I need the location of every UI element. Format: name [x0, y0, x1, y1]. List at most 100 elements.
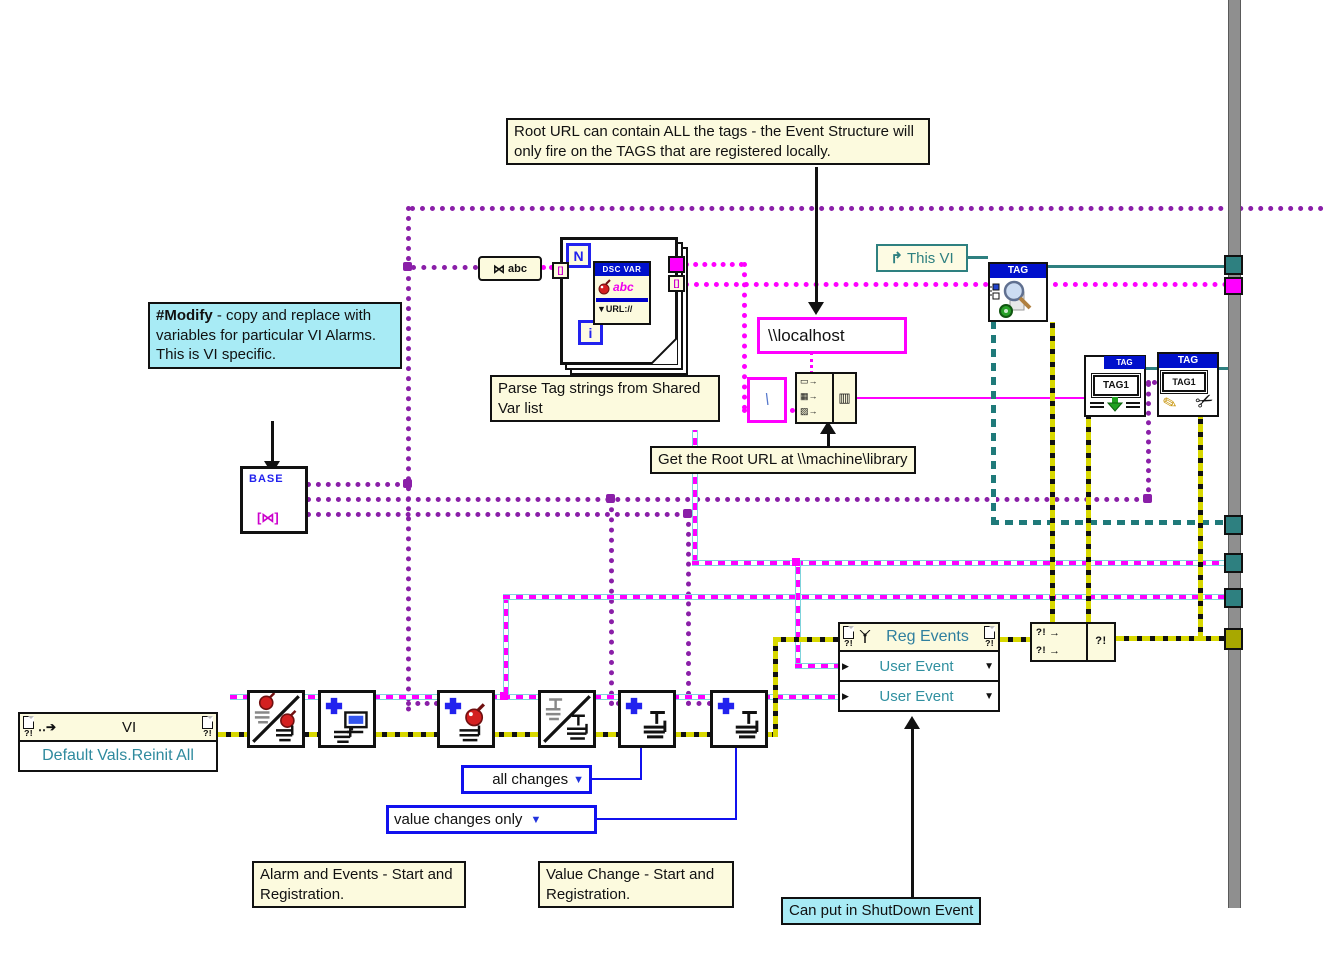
loop-output-tunnel-lastvalue[interactable]	[668, 256, 685, 273]
wire-chain-drop-icon6	[686, 512, 691, 706]
tunnel-event-reg-1[interactable]	[1224, 515, 1243, 535]
merge-registrations-node[interactable]: ?!→ ?!→ ?!	[1030, 622, 1116, 662]
loop-iterator-label: i	[588, 324, 593, 341]
wire-string-out-solid-tunnel	[684, 262, 744, 267]
reg-events-source-row-2[interactable]: ▶ User Event ▼	[838, 682, 1000, 712]
comment-alarm-events-text: Alarm and Events - Start and Registratio…	[260, 866, 453, 903]
input-triangle-icon: ▶	[842, 690, 849, 701]
comment-modify-rest: - copy and replace with variables for pa…	[156, 307, 377, 363]
refnum-glyph: ?!	[1095, 636, 1107, 648]
page-icon	[202, 715, 213, 729]
dropdown-arrow-icon[interactable]: ▼	[530, 813, 542, 826]
tag-search-node[interactable]: TAG	[988, 262, 1048, 322]
tag-write-node[interactable]: TAG TAG1	[1084, 355, 1146, 417]
scissors-icon: ✂	[1192, 387, 1219, 416]
tag-edit-header: TAG	[1159, 354, 1217, 368]
wire-junction	[403, 479, 412, 488]
dropdown-arrow-icon[interactable]: ▼	[984, 690, 994, 702]
bowtie-variant-icon: ⋈	[493, 261, 506, 276]
tag-write-tagname: TAG1	[1091, 373, 1141, 398]
value-change-enable-disable-node[interactable]	[538, 690, 596, 748]
wire-alarm-up	[773, 638, 778, 737]
dropdown-arrow-icon[interactable]: ▼	[984, 660, 994, 672]
annotation-arrowhead	[904, 716, 920, 729]
refnum-glyph: ?!	[24, 728, 34, 739]
value-changes-only-ring-constant[interactable]: value changes only ▼	[386, 805, 597, 834]
comment-parse-tags-text: Parse Tag strings from Shared Var list	[498, 380, 701, 417]
event-source-label: User Event	[879, 687, 954, 705]
wire-concat-out-url	[857, 397, 1084, 399]
tunnel-string-array[interactable]	[1224, 277, 1243, 295]
wire-tagsearch-down	[1050, 322, 1055, 622]
dscvar-divider	[596, 298, 648, 302]
wire-base-out-1	[306, 482, 410, 487]
wire-chain-curl-icon5	[609, 701, 621, 706]
tunnel-vi-refnum[interactable]	[1224, 255, 1243, 275]
loop-output-tunnel-indexing[interactable]: []	[668, 275, 685, 292]
tag-search-header: TAG	[990, 264, 1046, 278]
merge-output: ?!	[1088, 624, 1114, 660]
tunnel-user-event-2[interactable]	[1224, 588, 1243, 608]
wire-into-olive-tunnel	[1198, 636, 1228, 641]
vi-invoke-method-row[interactable]: Default Vals.Reinit All	[18, 742, 218, 772]
loop-count-terminal[interactable]: N	[566, 243, 591, 268]
refnum-glyph: ?!	[1036, 627, 1047, 639]
page-icon	[984, 625, 995, 639]
enable-value-change-2-node[interactable]	[710, 690, 768, 748]
loop-count-label: N	[573, 247, 584, 264]
localhost-text: \\localhost	[768, 325, 845, 345]
tag-edit-node[interactable]: TAG TAG1 ✎ ✂	[1157, 352, 1219, 417]
localhost-string-constant[interactable]: \\localhost	[757, 317, 907, 354]
loop-iteration-terminal[interactable]: i	[578, 320, 603, 345]
page-icon	[23, 715, 34, 729]
comment-value-change-text: Value Change - Start and Registration.	[546, 866, 715, 903]
wire-string-array-into-loop	[541, 265, 554, 270]
tunnel-user-event-1[interactable]	[1224, 553, 1243, 573]
loop-input-tunnel[interactable]: []	[552, 262, 569, 279]
enable-value-change-1-node[interactable]	[618, 690, 676, 748]
refnum-glyph: ?!	[203, 728, 213, 739]
wire-junction	[403, 262, 412, 271]
wire-allchanges	[591, 778, 642, 780]
comment-alarm-events: Alarm and Events - Start and Registratio…	[252, 861, 466, 908]
base-array-glyph: [⋈]	[257, 510, 279, 525]
wire-base-out-3	[306, 512, 690, 517]
wire-junction	[1143, 494, 1152, 503]
variant-to-string-node[interactable]: ⋈ abc	[478, 256, 542, 281]
wire-localhost-down	[810, 352, 813, 374]
this-vi-constant[interactable]: ↱ This VI	[876, 244, 968, 272]
register-events-node-header[interactable]: ?! Reg Events ?!	[838, 622, 1000, 652]
enable-alarms-node[interactable]	[437, 690, 495, 748]
enable-pc-alarms-node[interactable]	[318, 690, 376, 748]
alarm-enable-disable-node[interactable]	[247, 690, 305, 748]
wire-base-out-2	[306, 497, 1150, 502]
dscvar-url-row[interactable]: ▼URL://	[595, 302, 649, 314]
backslash-string-constant[interactable]: \	[747, 377, 787, 423]
wire-user-event-to-tunnel3	[503, 594, 1228, 600]
all-changes-ring-constant[interactable]: all changes ▼	[461, 765, 592, 794]
antenna-icon	[859, 630, 871, 643]
reg-events-source-row-1[interactable]: ▶ User Event ▼	[838, 652, 1000, 682]
wire-string-array-to-tunnel	[684, 282, 1228, 287]
annotation-arrowhead	[820, 421, 836, 434]
variant-abc-label: abc	[508, 262, 527, 275]
tag-write-arrow-icon	[1090, 397, 1140, 412]
wire-into-regevents	[773, 637, 838, 642]
tunnel-reg-refnum[interactable]	[1224, 628, 1243, 650]
refnum-glyph: ?!	[985, 638, 995, 649]
base-variable-node[interactable]: BASE [⋈]	[240, 466, 308, 534]
concatenate-strings-node[interactable]: ▭→ ▦→ ▨→ ▥	[795, 372, 857, 424]
dsc-variable-node[interactable]: DSC VAR abc ▼URL://	[593, 261, 651, 325]
wire-chain-stub-tagedit	[1146, 380, 1157, 385]
comment-shutdown-text: Can put in ShutDown Event	[789, 902, 974, 919]
refnum-glyph: ?!	[1036, 645, 1047, 657]
wire-user-event-row1-v	[795, 560, 801, 665]
page-icon	[843, 625, 854, 639]
comment-get-root-url-text: Get the Root URL at \\machine\library	[658, 451, 908, 468]
event-structure-border[interactable]	[1228, 0, 1241, 908]
comment-modify-bold: #Modify	[156, 307, 213, 324]
vi-invoke-node-header[interactable]: ?! ‥➔ VI ?!	[18, 712, 218, 742]
dropdown-arrow-icon[interactable]: ▼	[573, 773, 584, 786]
wire-user-event-branch-v	[503, 597, 509, 694]
arrow-icon: →	[1049, 645, 1061, 657]
